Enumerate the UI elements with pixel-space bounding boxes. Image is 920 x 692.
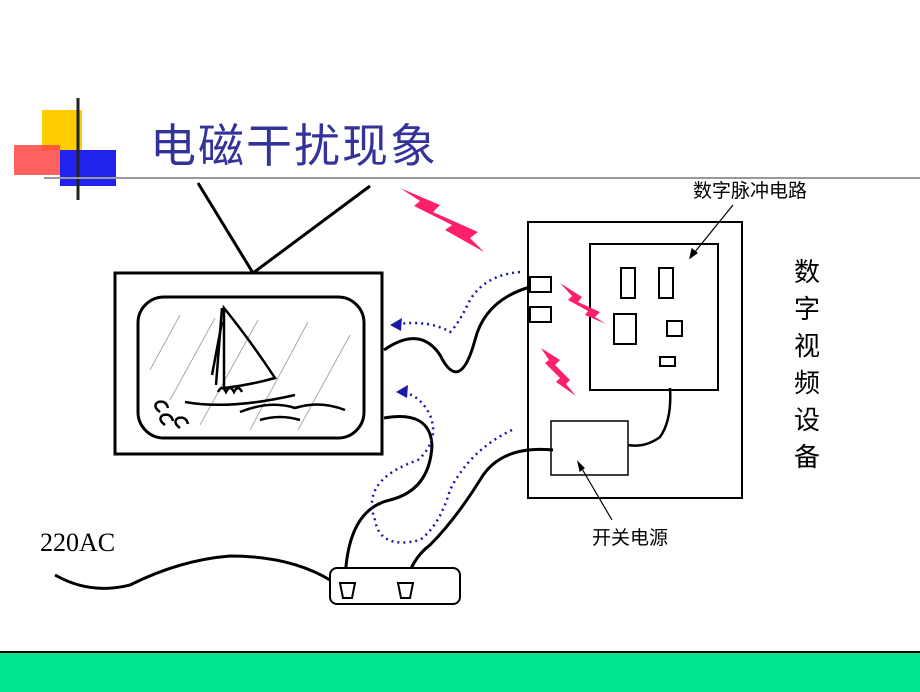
bottom-bar [0, 651, 920, 692]
tv-antenna [196, 182, 371, 275]
interference-bolt-icons [400, 188, 606, 396]
leader-arrows [576, 204, 734, 521]
digital-video-device [527, 221, 743, 499]
digital-pulse-circuit-label: 数字脉冲电路 [693, 180, 808, 202]
sailboat-picture [154, 304, 346, 429]
ac-source-label: 220AC [40, 528, 116, 557]
coupling-arrowheads [390, 318, 408, 398]
decorative-logo-blocks [14, 98, 920, 200]
digital-video-device-label: 数字视频设备 [793, 258, 820, 473]
digital-pulse-circuit-board [589, 243, 719, 391]
cables [54, 285, 554, 590]
power-outlet [329, 567, 461, 605]
switching-power-supply-label: 开关电源 [592, 527, 669, 549]
television [113, 271, 384, 456]
interference-coupling-paths [370, 270, 521, 544]
switching-power-supply [550, 420, 629, 476]
page-title: 电磁干扰现象 [150, 119, 438, 173]
